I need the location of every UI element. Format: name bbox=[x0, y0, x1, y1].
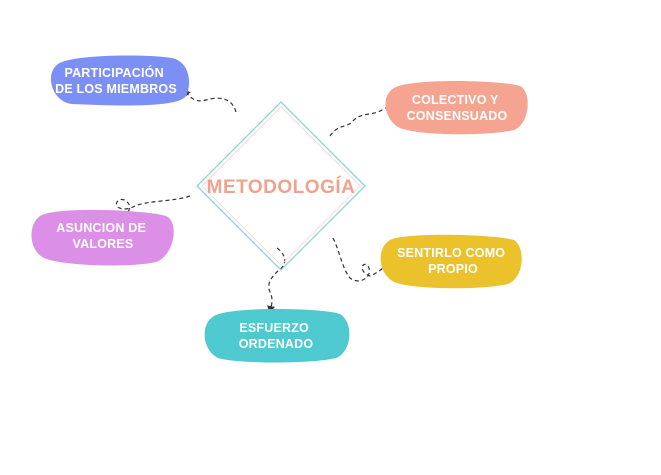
node-esfuerzo-line-2: ORDENADO bbox=[239, 337, 314, 351]
node-esfuerzo[interactable]: ESFUERZO ORDENADO bbox=[204, 309, 350, 363]
connector-esfuerzo bbox=[267, 247, 286, 313]
node-esfuerzo-label: ESFUERZO ORDENADO bbox=[239, 321, 314, 351]
node-participacion-line-2: DE LOS MIEMBROS bbox=[55, 82, 177, 96]
node-asuncion-blob bbox=[31, 209, 174, 266]
node-esfuerzo-line-1: ESFUERZO bbox=[239, 321, 309, 335]
node-colectivo-line-1: COLECTIVO Y bbox=[412, 93, 499, 107]
node-sentirlo-line-2: PROPIO bbox=[428, 262, 478, 276]
node-colectivo-line-2: CONSENSUADO bbox=[407, 109, 508, 123]
connectors bbox=[115, 89, 399, 313]
node-participacion[interactable]: PARTICIPACIÓN DE LOS MIEMBROS bbox=[50, 55, 190, 106]
connector-sentirlo bbox=[332, 237, 399, 282]
node-participacion-blob bbox=[50, 55, 190, 106]
node-participacion-label: PARTICIPACIÓN DE LOS MIEMBROS bbox=[55, 65, 177, 96]
node-asuncion-line-1: ASUNCION DE bbox=[56, 221, 146, 235]
center-diamond-outer bbox=[196, 101, 366, 271]
node-sentirlo[interactable]: SENTIRLO COMO PROPIO bbox=[380, 234, 522, 289]
node-colectivo[interactable]: COLECTIVO Y CONSENSUADO bbox=[385, 81, 528, 135]
node-colectivo-label: COLECTIVO Y CONSENSUADO bbox=[407, 93, 508, 123]
center-title: METODOLOGÍA bbox=[207, 176, 356, 198]
center-node: METODOLOGÍA bbox=[196, 101, 366, 271]
node-asuncion[interactable]: ASUNCION DE VALORES bbox=[31, 209, 174, 266]
node-sentirlo-blob bbox=[380, 234, 522, 289]
node-esfuerzo-blob bbox=[204, 309, 350, 363]
center-diamond-inner bbox=[201, 106, 361, 266]
node-colectivo-blob bbox=[385, 81, 528, 135]
connector-participacion bbox=[183, 89, 237, 113]
node-participacion-line-1: PARTICIPACIÓN bbox=[64, 65, 163, 80]
node-asuncion-line-2: VALORES bbox=[73, 237, 134, 251]
node-sentirlo-label: SENTIRLO COMO PROPIO bbox=[397, 246, 509, 276]
node-sentirlo-line-1: SENTIRLO COMO bbox=[397, 246, 505, 260]
node-asuncion-label: ASUNCION DE VALORES bbox=[56, 221, 149, 251]
